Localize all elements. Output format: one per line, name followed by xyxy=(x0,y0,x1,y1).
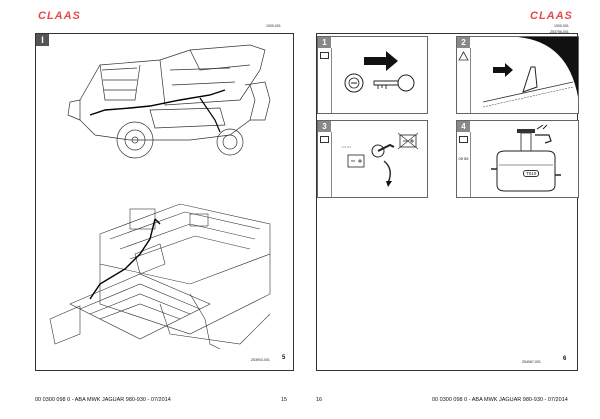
section-badge: I xyxy=(36,34,49,46)
reference-code: 1000-001 xyxy=(266,24,281,28)
step-number: 4 xyxy=(457,121,470,132)
chassis-illustration xyxy=(49,203,271,350)
coolant-tank-illustration xyxy=(491,124,561,192)
left-page: CLAAS 1000-001 I xyxy=(35,0,301,419)
claas-logo: CLAAS xyxy=(38,10,81,22)
step-number: 1 xyxy=(318,37,331,48)
figure-number: 5 xyxy=(282,355,286,361)
step-panel-2: 2 xyxy=(456,36,579,114)
footer-document: 00 0300 098 0 - ABA MWK JAGUAR 980-930 -… xyxy=(35,397,171,403)
footer-document: 00 0300 098 0 - ABA MWK JAGUAR 980-930 -… xyxy=(432,397,568,403)
battery-switch-illustration xyxy=(342,132,419,187)
wheel-chock-illustration xyxy=(482,37,578,108)
manual-icon xyxy=(320,136,329,143)
step-panel-3: 3 xyxy=(317,120,428,198)
step-panel-1: 1 xyxy=(317,36,428,114)
tank-label: T010 xyxy=(523,170,540,177)
step-panel-4: 4 09 55 T010 xyxy=(456,120,579,198)
figure-reference: Z53903-001 xyxy=(251,358,270,362)
figure-frame: 1 2 xyxy=(316,33,579,371)
figure-reference: Z54067-001 xyxy=(522,360,541,364)
page-number: 15 xyxy=(281,397,288,403)
figure-number: 6 xyxy=(563,356,567,362)
right-page: CLAAS 1000-001 Z53756-001 1 2 xyxy=(300,0,600,419)
reference-code-2: Z53756-001 xyxy=(550,30,569,34)
harvester-illustration xyxy=(67,44,271,159)
manual-icon xyxy=(320,52,329,59)
step-number: 2 xyxy=(457,37,470,48)
ignition-key-icon xyxy=(344,51,415,93)
step-number: 3 xyxy=(318,121,331,132)
figure-frame: I xyxy=(35,33,294,371)
warning-icon xyxy=(458,51,469,61)
reference-code: 1000-001 xyxy=(554,24,569,28)
fuel-icon xyxy=(459,136,468,143)
panel-sub-label: 09 55 xyxy=(458,156,469,161)
claas-logo: CLAAS xyxy=(530,10,573,22)
page-number: 16 xyxy=(316,397,323,403)
